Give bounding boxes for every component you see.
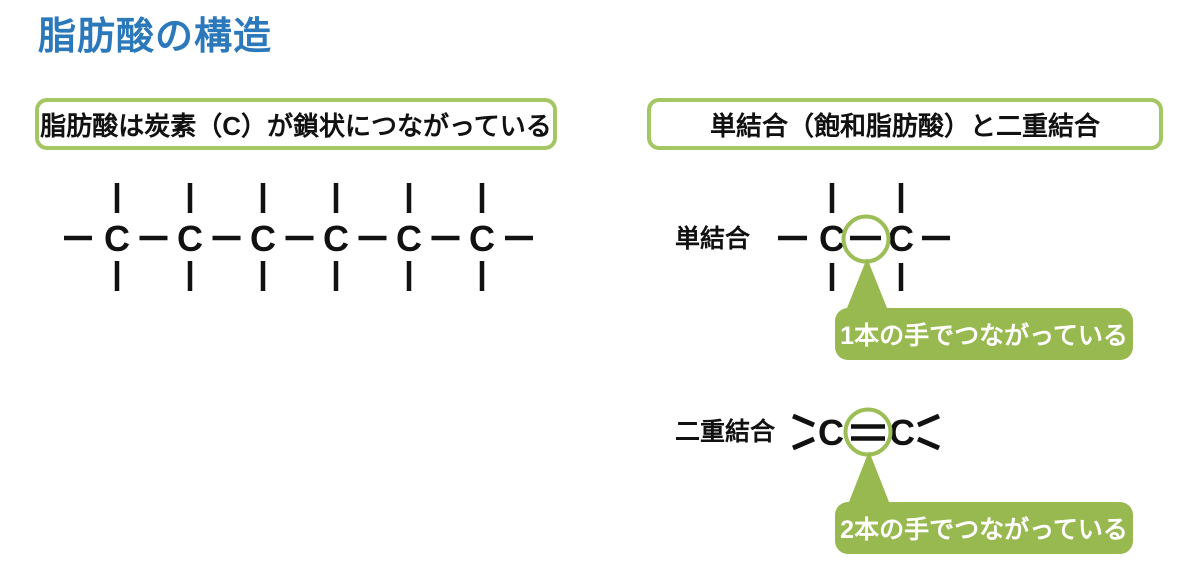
double-bond-callout: 2本の手でつながっている — [835, 502, 1133, 554]
bond-line — [792, 413, 815, 428]
double-bond-callout-text: 2本の手でつながっている — [840, 516, 1128, 544]
left-heading-box: 脂肪酸は炭素（C）が鎖状につながっている — [35, 98, 557, 150]
carbon-atom: C — [104, 218, 130, 259]
carbon-atom: C — [323, 218, 349, 259]
carbon-atom: C — [396, 218, 422, 259]
double-bond-diagram: C C — [792, 407, 940, 507]
callout-pointer — [845, 258, 889, 313]
bond-line — [792, 436, 815, 451]
right-heading-text: 単結合（飽和脂肪酸）と二重結合 — [709, 110, 1100, 141]
double-bond-label: 二重結合 — [675, 418, 776, 446]
double-bond-highlight-circle — [843, 407, 893, 457]
single-bond-callout: 1本の手でつながっている — [835, 308, 1133, 360]
carbon-atom: C — [818, 412, 844, 453]
page-title: 脂肪酸の構造 — [38, 16, 273, 58]
single-bond-callout-text: 1本の手でつながっている — [840, 322, 1128, 350]
carbon-atom: C — [888, 218, 914, 259]
callout-pointer — [847, 451, 891, 507]
left-heading-text: 脂肪酸は炭素（C）が鎖状につながっている — [40, 110, 552, 141]
single-bond-diagram: C C — [778, 183, 950, 313]
right-heading-box: 単結合（飽和脂肪酸）と二重結合 — [647, 98, 1163, 150]
bond-line — [917, 436, 940, 451]
carbon-atom: C — [469, 218, 495, 259]
carbon-atom: C — [819, 218, 845, 259]
carbon-atom: C — [177, 218, 203, 259]
carbon-atom: C — [889, 412, 915, 453]
carbon-chain-diagram: C C C C C C — [64, 183, 533, 291]
carbon-atom: C — [250, 218, 276, 259]
bond-line — [917, 413, 940, 428]
single-bond-label: 単結合 — [675, 225, 751, 253]
